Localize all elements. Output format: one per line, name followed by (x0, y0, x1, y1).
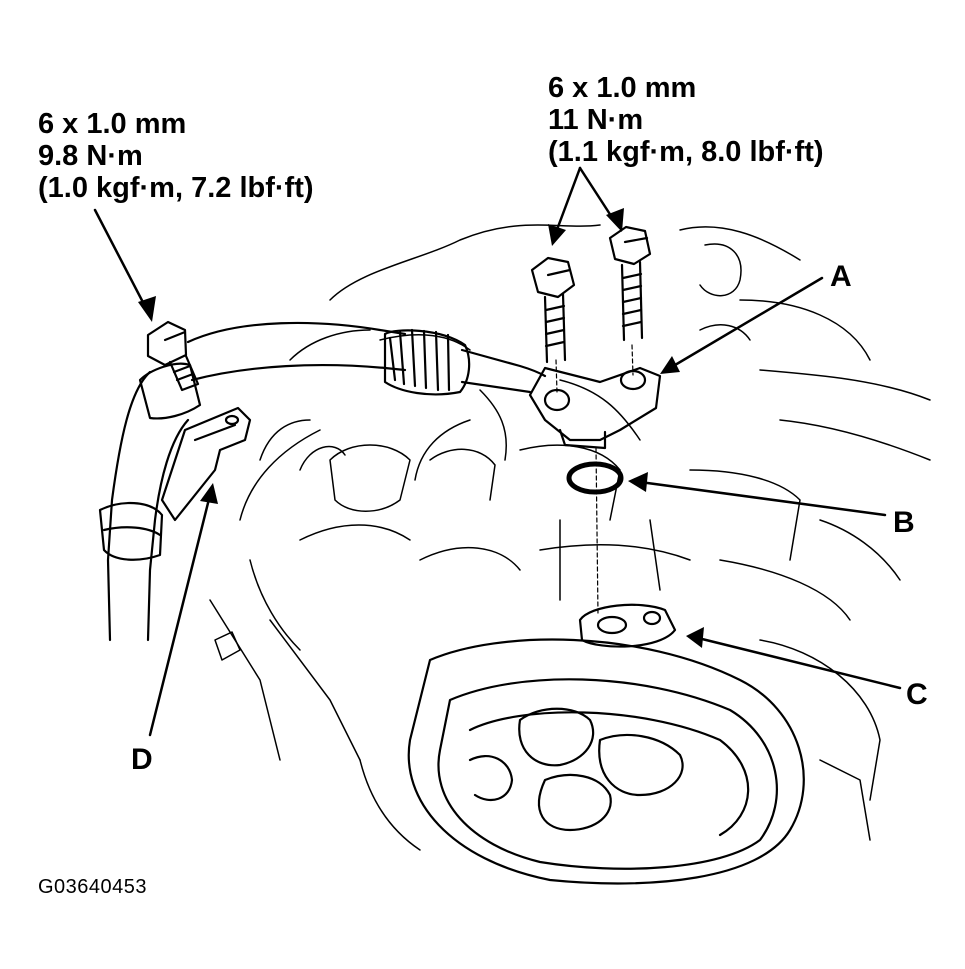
left-bolt-torque-alt: (1.0 kgf·m, 7.2 lbf·ft) (38, 172, 314, 204)
engine-background (209, 224, 931, 851)
callout-d: D (131, 743, 153, 776)
bracket-d (160, 406, 252, 522)
left-bolt-torque: 9.8 N·m (38, 140, 143, 172)
hose-assembly (98, 321, 547, 642)
left-bolt (146, 320, 200, 392)
pipe-flange-a (528, 366, 662, 450)
alignment-lines (555, 344, 634, 616)
pulley (407, 638, 805, 885)
leader-lines (93, 166, 902, 737)
left-bolt-spec: 6 x 1.0 mm 9.8 N·m (1.0 kgf·m, 7.2 lbf·f… (38, 108, 314, 204)
right-bolt-size: 6 x 1.0 mm (548, 72, 697, 104)
right-bolts (530, 225, 652, 364)
callout-b: B (893, 506, 915, 539)
figure-id: G03640453 (38, 876, 148, 898)
right-bolt-torque: 11 N·m (548, 104, 644, 136)
left-bolt-size: 6 x 1.0 mm (38, 108, 187, 140)
o-ring-b (566, 461, 624, 495)
arrow-heads (138, 208, 704, 648)
right-bolt-spec: 6 x 1.0 mm 11 N·m (1.1 kgf·m, 8.0 lbf·ft… (548, 72, 824, 168)
callout-a: A (830, 260, 852, 293)
pump-port-c (578, 603, 677, 648)
callout-c: C (906, 678, 928, 711)
right-bolt-torque-alt: (1.1 kgf·m, 8.0 lbf·ft) (548, 136, 824, 168)
